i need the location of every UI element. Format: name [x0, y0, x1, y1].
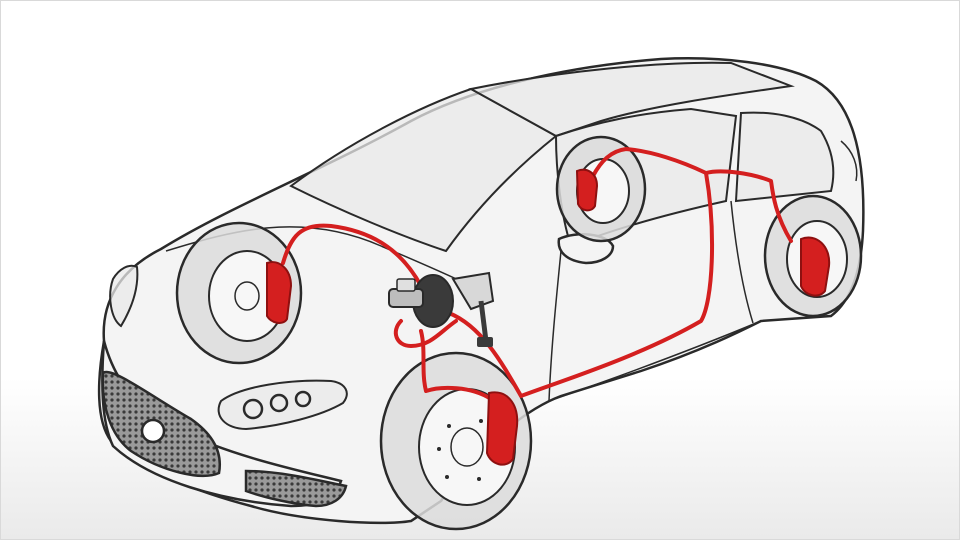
- roof-glass: [468, 61, 795, 138]
- caliper-rear-left: [575, 168, 599, 212]
- headlight-far: [109, 264, 139, 328]
- grille-badge: [140, 418, 166, 444]
- hub-front-left: [234, 281, 260, 311]
- headlight-lenses: [242, 390, 312, 420]
- door-line-rear: [730, 200, 754, 324]
- tail-light: [840, 140, 858, 182]
- hub-front-right: [450, 427, 484, 467]
- brake-pedal-pad: [477, 337, 493, 347]
- brake-system: [266, 147, 831, 466]
- windshield: [289, 87, 558, 253]
- brake-line-master-loop: [393, 319, 458, 348]
- brake-line-to-rear: [447, 169, 793, 398]
- caliper-rear-right: [800, 236, 831, 297]
- brake-master-cylinder: [388, 274, 454, 328]
- brake-pedal-arm: [478, 300, 489, 342]
- brake-line-front-right: [419, 329, 493, 401]
- wheel-rear-left: [555, 135, 647, 243]
- brake-line-rear-left: [591, 147, 708, 178]
- brake-line-front-left: [281, 223, 423, 288]
- sill-line: [548, 320, 762, 402]
- caliper-front-right: [485, 391, 519, 466]
- caliper-front-left: [266, 261, 293, 324]
- pedal-bracket: [451, 271, 495, 311]
- brake-pedal-assembly: [451, 271, 495, 347]
- lower-air-intake: [244, 469, 348, 508]
- fluid-reservoir: [396, 278, 416, 292]
